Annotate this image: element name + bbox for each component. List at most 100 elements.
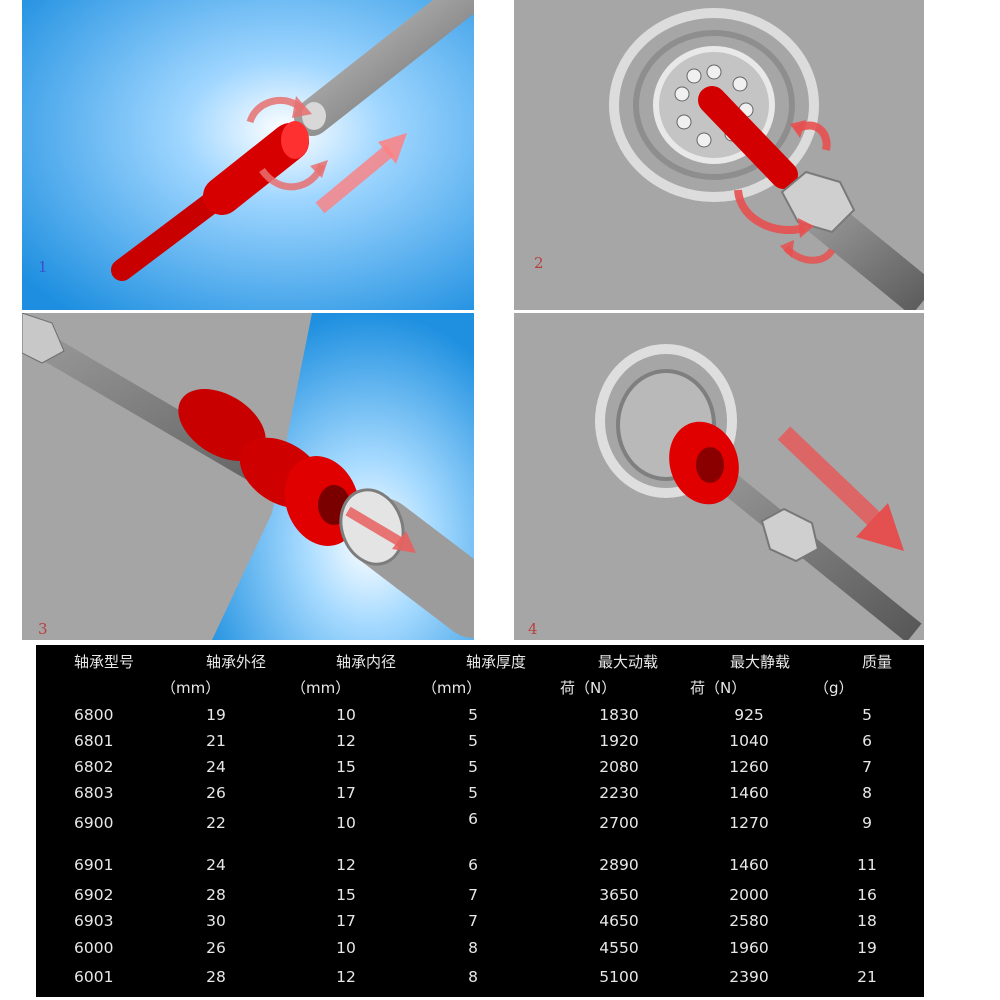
red-puller-end <box>281 121 309 159</box>
cell-dynamic-load: 2700 <box>599 814 639 832</box>
cell-dynamic-load: 4650 <box>599 912 639 930</box>
cell-static-load: 1460 <box>729 856 769 874</box>
cell-dynamic-load: 4550 <box>599 939 639 957</box>
cell-model: 6802 <box>74 758 114 776</box>
direction-arrowhead <box>378 133 407 164</box>
cell-inner-diameter: 17 <box>336 784 356 802</box>
cell-dynamic-load: 2080 <box>599 758 639 776</box>
cell-static-load: 2580 <box>729 912 769 930</box>
direction-arrow-shaft <box>345 506 405 548</box>
direction-arrowhead <box>856 503 904 551</box>
step-3-illustration: 3 <box>22 313 474 640</box>
unit-dynamic-load: 荷（N） <box>560 679 617 697</box>
cell-thickness: 5 <box>468 758 478 776</box>
cell-mass: 9 <box>862 814 872 832</box>
table-row: 6802 24 15 5 2080 1260 7 <box>36 756 924 778</box>
bearing-bore <box>696 447 724 483</box>
cell-mass: 6 <box>862 732 872 750</box>
cell-model: 6903 <box>74 912 114 930</box>
cell-outer-diameter: 19 <box>206 706 226 724</box>
cell-inner-diameter: 10 <box>336 939 356 957</box>
red-puller-head <box>203 123 309 215</box>
direction-arrow-shaft <box>777 426 881 526</box>
cell-outer-diameter: 24 <box>206 758 226 776</box>
step-number: 2 <box>534 254 544 272</box>
table-header-row: 轴承型号 轴承外径 轴承内径 轴承厚度 最大动载 最大静载 质量 <box>36 651 924 673</box>
cell-static-load: 1460 <box>729 784 769 802</box>
hex-nut <box>22 313 65 364</box>
cell-dynamic-load: 1830 <box>599 706 639 724</box>
hex-nut <box>760 507 820 563</box>
cell-thickness: 6 <box>468 856 478 874</box>
header-inner-diameter: 轴承内径 <box>336 653 397 671</box>
cell-static-load: 1960 <box>729 939 769 957</box>
cell-static-load: 1040 <box>729 732 769 750</box>
cell-thickness: 5 <box>468 732 478 750</box>
cell-mass: 18 <box>857 912 877 930</box>
cell-inner-diameter: 12 <box>336 856 356 874</box>
unit-inner-diameter: （mm） <box>291 679 351 697</box>
cell-inner-diameter: 10 <box>336 706 356 724</box>
cell-model: 6901 <box>74 856 114 874</box>
cell-mass: 19 <box>857 939 877 957</box>
cell-mass: 7 <box>862 758 872 776</box>
header-outer-diameter: 轴承外径 <box>206 653 267 671</box>
direction-arrowhead <box>392 531 416 553</box>
step-1-illustration: 1 <box>22 0 474 310</box>
cell-model: 6800 <box>74 706 114 724</box>
header-thickness: 轴承厚度 <box>466 653 527 671</box>
cell-mass: 5 <box>862 706 872 724</box>
cell-model: 6803 <box>74 784 114 802</box>
sliding-weight-left <box>178 389 266 461</box>
bearing-spec-table: 轴承型号 轴承外径 轴承内径 轴承厚度 最大动载 最大静载 质量 （mm） （m… <box>36 645 924 997</box>
header-model: 轴承型号 <box>74 653 135 671</box>
step-3-diagram <box>22 313 474 640</box>
cell-mass: 11 <box>857 856 877 874</box>
header-dynamic-load: 最大动载 <box>598 653 659 671</box>
cell-outer-diameter: 30 <box>206 912 226 930</box>
cell-dynamic-load: 2890 <box>599 856 639 874</box>
cell-inner-diameter: 12 <box>336 968 356 986</box>
cell-inner-diameter: 15 <box>336 886 356 904</box>
cell-outer-diameter: 28 <box>206 886 226 904</box>
cell-static-load: 2390 <box>729 968 769 986</box>
step-number: 3 <box>38 620 48 638</box>
step-number: 1 <box>38 258 48 276</box>
cell-outer-diameter: 24 <box>206 856 226 874</box>
cell-thickness: 8 <box>468 939 478 957</box>
cell-outer-diameter: 21 <box>206 732 226 750</box>
housing-ring-middle <box>633 30 795 180</box>
direction-arrow-shaft <box>315 144 395 214</box>
rotation-arrow-lower <box>734 189 806 234</box>
cell-outer-diameter: 28 <box>206 968 226 986</box>
cell-inner-diameter: 15 <box>336 758 356 776</box>
slide-hammer-rod <box>294 0 474 136</box>
cell-dynamic-load: 1920 <box>599 732 639 750</box>
step-number: 4 <box>528 620 538 638</box>
cell-thickness: 7 <box>468 886 478 904</box>
rotation-arrowhead-upper <box>292 96 312 118</box>
cell-model: 6000 <box>74 939 114 957</box>
cell-thickness: 8 <box>468 968 478 986</box>
cell-inner-diameter: 12 <box>336 732 356 750</box>
cell-model: 6902 <box>74 886 114 904</box>
step-4-illustration: 4 <box>514 313 924 640</box>
cell-static-load: 1270 <box>729 814 769 832</box>
step-2-illustration: 2 <box>514 0 924 310</box>
unit-thickness: （mm） <box>422 679 482 697</box>
cell-thickness: 5 <box>468 784 478 802</box>
table-unit-row: （mm） （mm） （mm） 荷（N） 荷（N） （g） <box>36 677 924 699</box>
step-4-diagram <box>514 313 924 640</box>
cell-static-load: 1260 <box>729 758 769 776</box>
rotation-arrowhead-bottom <box>780 240 794 258</box>
header-mass: 质量 <box>862 653 893 671</box>
cell-static-load: 925 <box>734 706 764 724</box>
cell-mass: 8 <box>862 784 872 802</box>
